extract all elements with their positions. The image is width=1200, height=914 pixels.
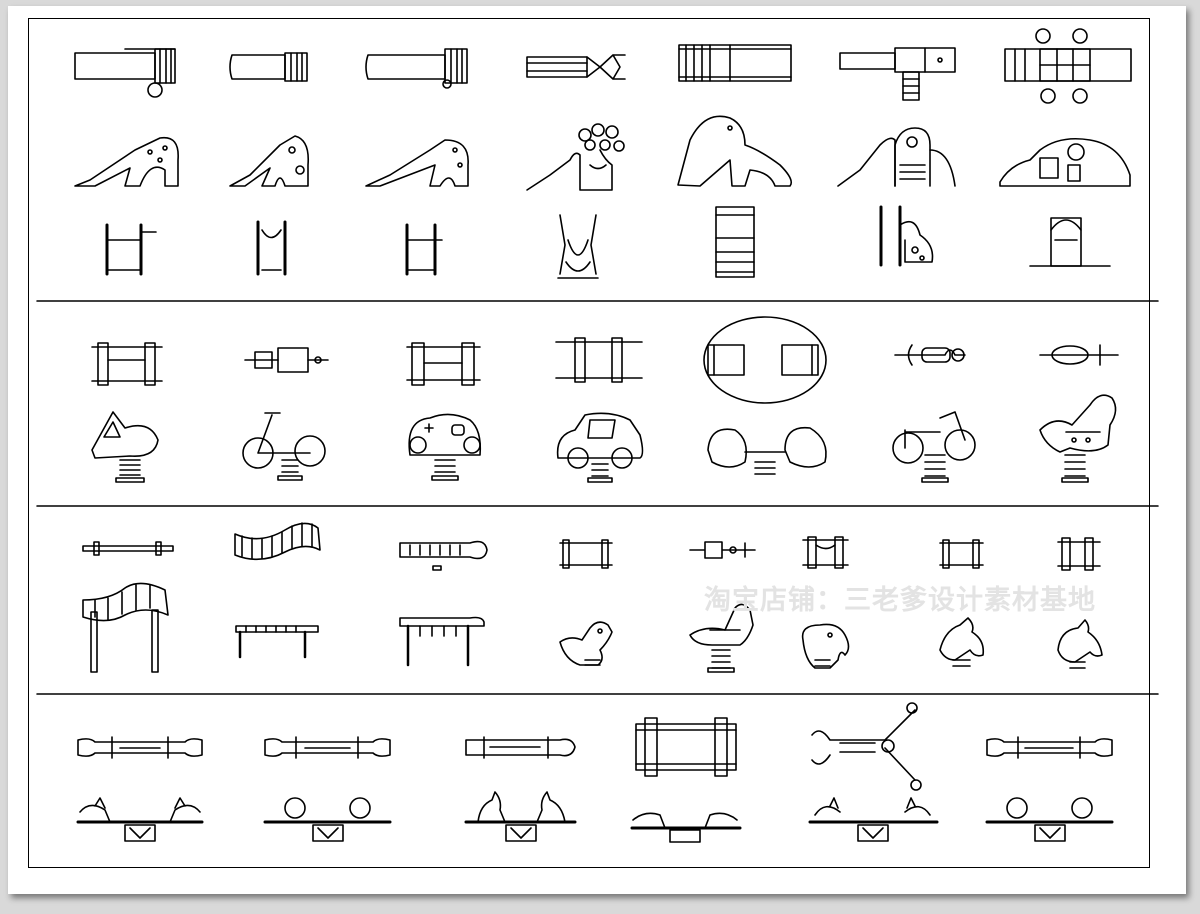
- seesaw-elevation: [630, 812, 742, 843]
- slide-elevation: [74, 136, 179, 187]
- spring-rider-elevation: [556, 412, 644, 483]
- seesaw-plan-row: [77, 702, 1113, 791]
- animal-rider-elevation: [939, 617, 985, 667]
- seesaw-elevation: [985, 797, 1114, 842]
- spring-rider-plan: [244, 347, 329, 373]
- seesaw-elevation: [808, 797, 939, 842]
- slides-plan-row: [74, 28, 1132, 104]
- slide-side-view: [879, 205, 934, 267]
- spring-rider-elevation: [892, 411, 976, 483]
- slide-elevation: [837, 127, 956, 187]
- seesaw-plan: [986, 736, 1113, 759]
- seesaw-plan: [465, 736, 576, 759]
- slide-elevation: [365, 139, 469, 187]
- bridge-elevation: [82, 582, 169, 673]
- seesaw-plan: [811, 702, 922, 791]
- bridge-plan-row: [82, 522, 1101, 571]
- seesaw-elevation: [263, 797, 392, 842]
- spring-rider-plan: [406, 342, 481, 386]
- slide-elevation: [229, 135, 310, 187]
- watermark-text: 淘宝店铺：三老爹设计素材基地: [704, 585, 1096, 616]
- animal-rider-elevation: [801, 623, 850, 669]
- spring-rider-plan: [939, 539, 984, 569]
- bridge-elevation-row: [82, 582, 1103, 673]
- spring-rider-plan: [689, 541, 756, 559]
- drawing-sheet: [8, 6, 1186, 894]
- drawing-frame: [28, 18, 1150, 868]
- seesaw-plan: [77, 736, 203, 759]
- slide-plan: [1004, 28, 1132, 104]
- seesaw-elevation: [464, 791, 577, 842]
- seesaw-elevation: [76, 797, 204, 842]
- spring-rider-plan: [802, 536, 849, 569]
- slides-elevation-row: [74, 115, 1131, 191]
- slide-plan: [229, 52, 308, 82]
- seesaw-plan: [264, 736, 391, 759]
- seesaw-elevation-row: [76, 791, 1114, 843]
- bridge-elevation: [235, 625, 319, 659]
- slide-side-view: [557, 214, 599, 279]
- animal-rider-elevation: [1057, 619, 1103, 669]
- bridge-plan: [399, 540, 488, 571]
- animal-rider-elevation: [559, 621, 613, 666]
- slide-elevation: [999, 137, 1131, 187]
- animal-rider-elevation: [689, 603, 754, 673]
- spring-rider-plan: [703, 316, 827, 404]
- bridge-plan: [234, 522, 321, 561]
- slide-side-view: [715, 206, 755, 278]
- slides-side-row: [105, 205, 1111, 279]
- bridge-plan: [82, 541, 174, 556]
- slide-elevation: [526, 123, 625, 191]
- slide-elevation: [677, 115, 793, 187]
- spring-rider-elevation: [91, 411, 159, 483]
- spring-rider-elevation: [408, 413, 482, 481]
- slide-side-view: [105, 223, 157, 276]
- slide-plan: [678, 44, 792, 82]
- seesaw-plan: [635, 717, 737, 777]
- slide-plan: [839, 47, 956, 101]
- spring-rider-plan: [894, 344, 966, 366]
- spring-elevation-row: [91, 394, 1117, 483]
- spring-rider-plan: [1057, 537, 1101, 571]
- spring-rider-elevation: [1039, 394, 1117, 483]
- spring-plan-row: [91, 316, 1119, 404]
- spring-rider-plan: [555, 337, 643, 383]
- spring-rider-plan: [559, 539, 613, 569]
- slide-side-view: [256, 220, 287, 276]
- slide-plan: [74, 48, 176, 98]
- slide-side-view: [405, 223, 443, 276]
- spring-rider-elevation: [707, 426, 827, 475]
- slide-side-view: [1029, 217, 1111, 267]
- bridge-elevation: [399, 616, 485, 667]
- spring-rider-plan: [1039, 344, 1119, 366]
- spring-rider-elevation: [242, 412, 326, 481]
- slide-plan: [526, 54, 626, 80]
- slide-plan: [365, 48, 468, 89]
- spring-rider-plan: [91, 342, 163, 386]
